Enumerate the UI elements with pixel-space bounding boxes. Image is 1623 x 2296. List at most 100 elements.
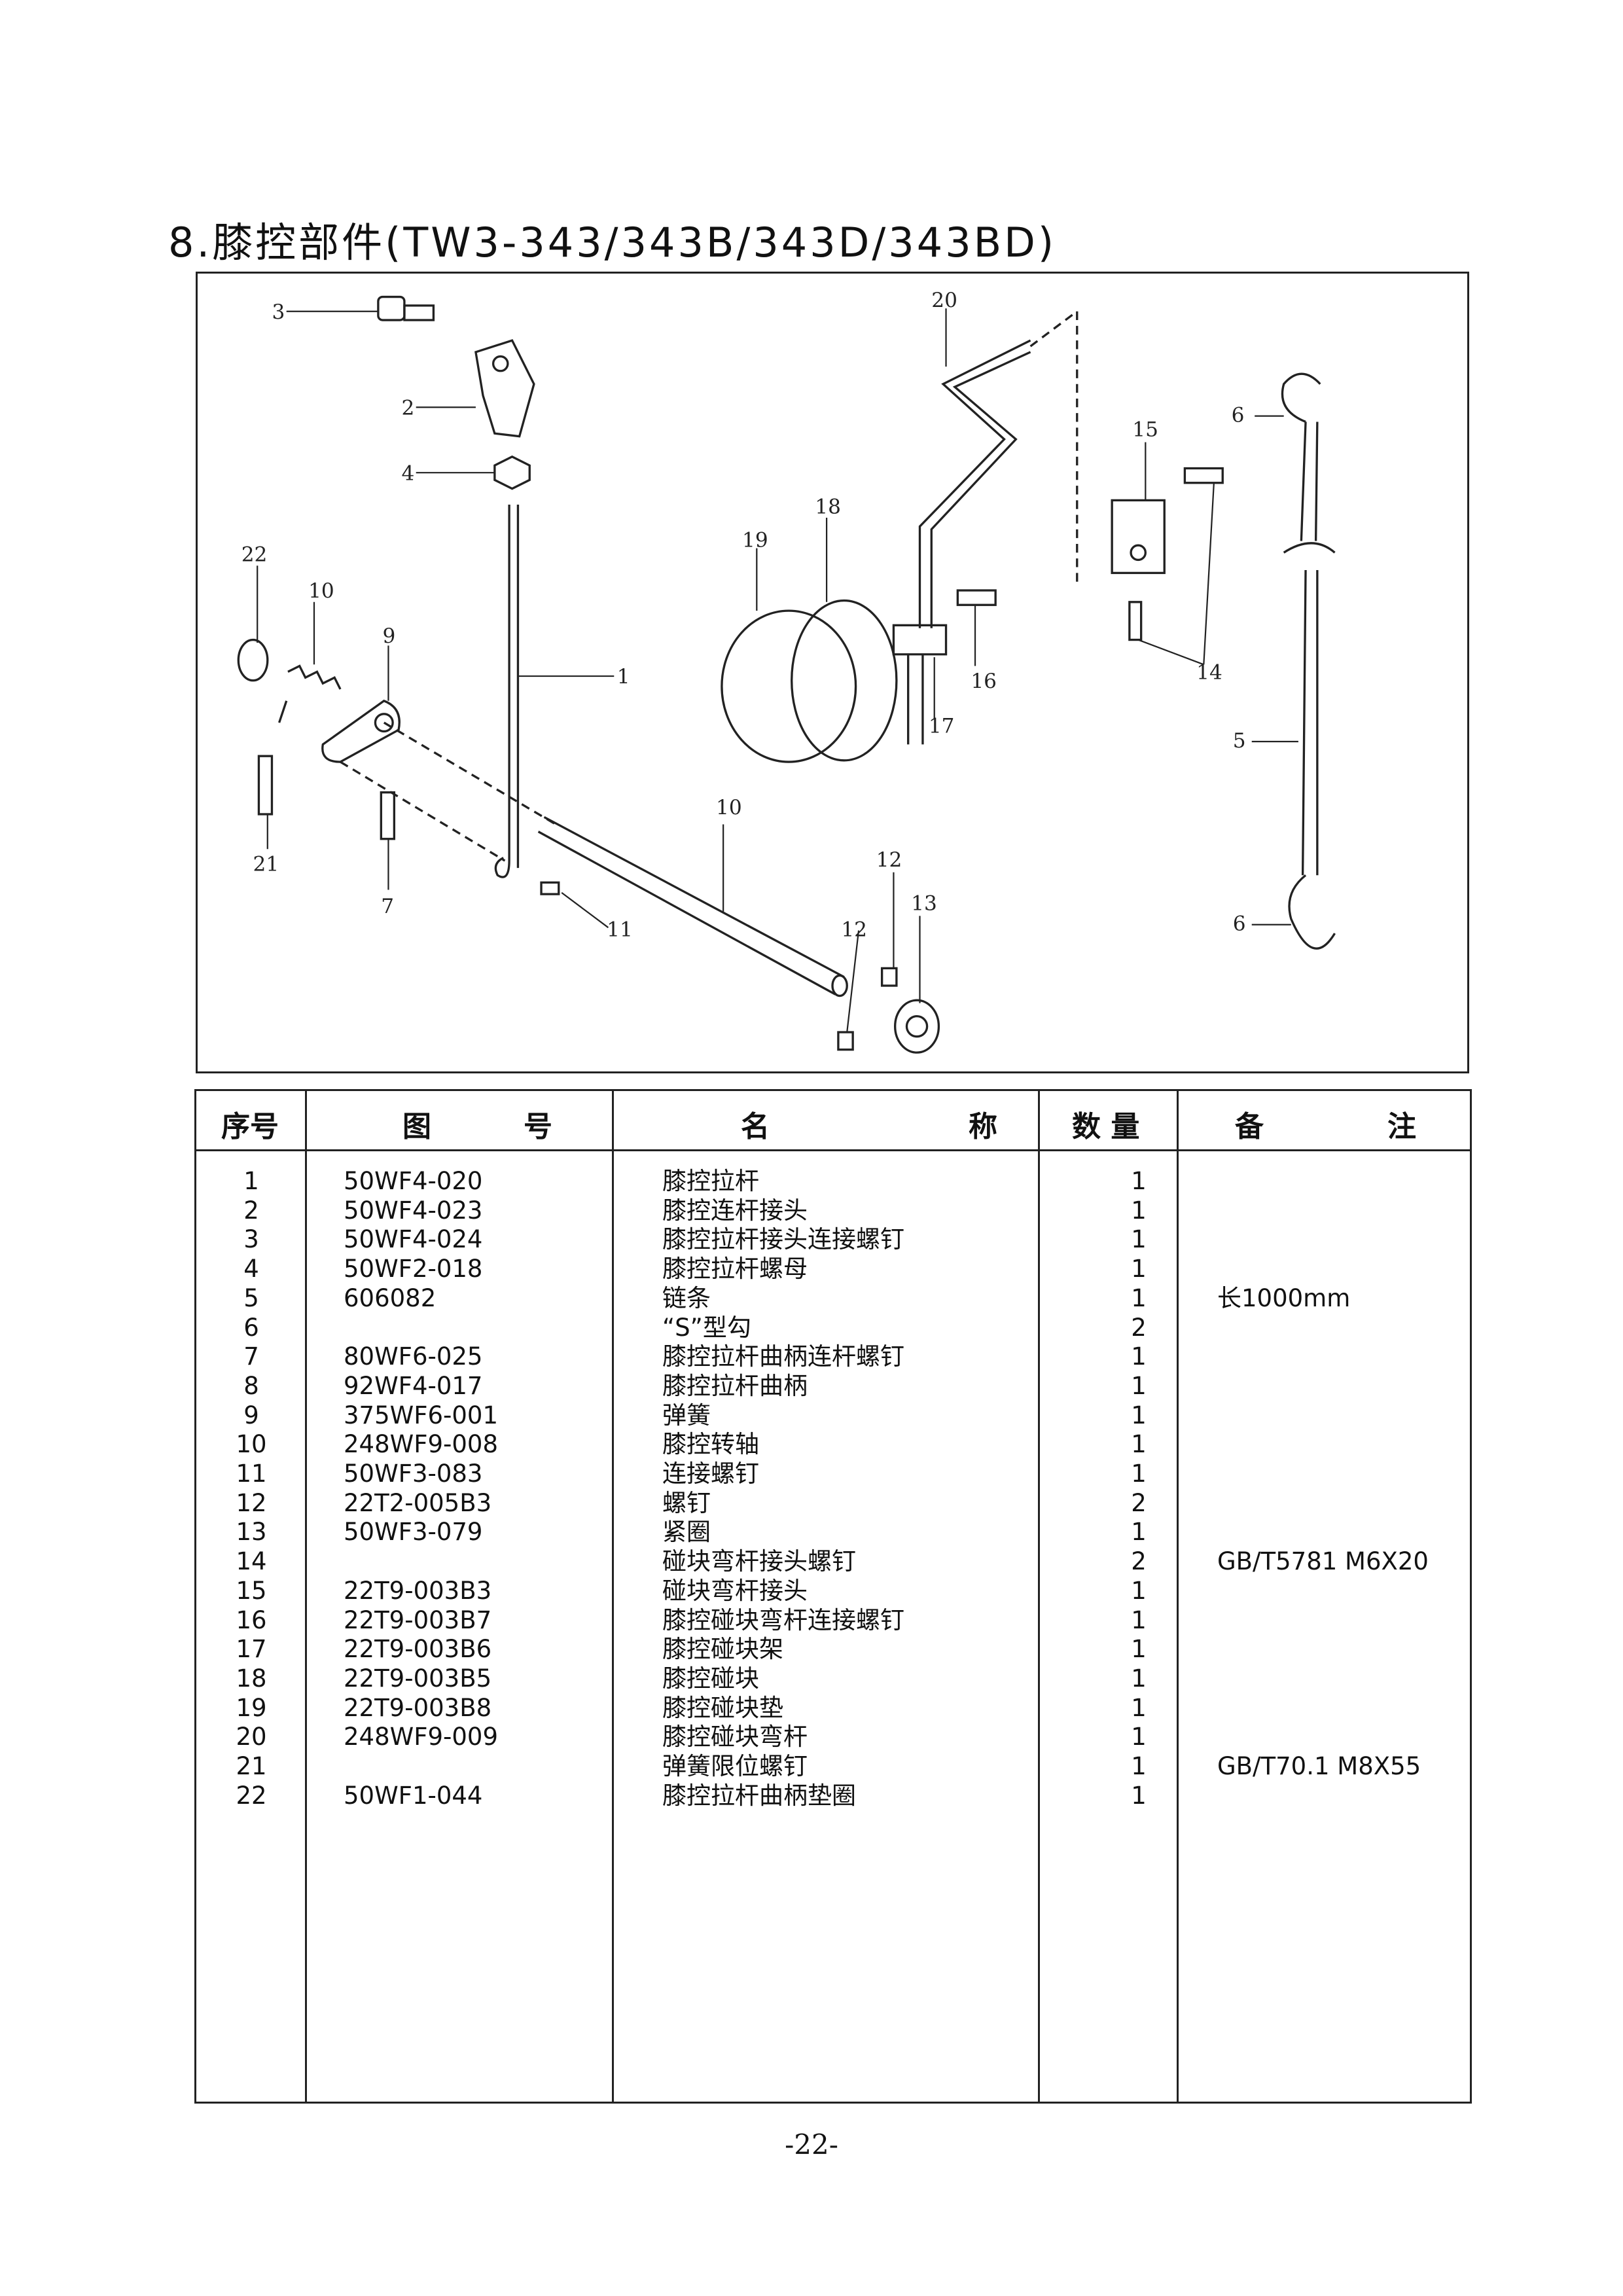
rod-part-1-icon [494,505,510,878]
bracket-part-2-icon [474,339,535,438]
callout-20: 20 [931,289,957,312]
part-name: 膝控连杆接头 [662,1196,808,1225]
part-number: 50WF3-079 [344,1518,483,1547]
joint-part-15-icon [1111,499,1166,575]
row-number: 15 [236,1576,267,1605]
header-part-b: 号 [524,1110,552,1143]
part-name: 膝控碰块弯杆连接螺钉 [662,1605,904,1634]
part-name: 膝控转轴 [662,1430,759,1459]
part-number: 606082 [344,1283,437,1312]
chain-part-5-icon [1300,422,1319,876]
hook-part-6b-icon [1288,874,1336,950]
part-number: 375WF6-001 [344,1401,499,1429]
callout-2: 2 [401,396,414,420]
quantity: 1 [1131,1518,1147,1547]
row-number: 14 [236,1547,267,1576]
row-number: 2 [243,1196,259,1225]
row-number: 20 [236,1723,267,1751]
header-name-b: 称 [969,1110,997,1143]
row-number: 18 [236,1664,267,1693]
quantity: 1 [1131,1605,1147,1634]
part-name: 碰块弯杆接头 [662,1576,808,1605]
row-number: 9 [243,1401,259,1429]
row-number: 7 [243,1342,259,1371]
row-number: 17 [236,1635,267,1664]
callout-18: 18 [815,495,841,518]
part-number: 22T9-003B5 [344,1664,492,1693]
row-number: 11 [236,1460,267,1488]
row-number: 19 [236,1693,267,1722]
part-name: 膝控拉杆螺母 [662,1255,808,1283]
part-name: 碰块弯杆接头螺钉 [662,1547,856,1576]
row-number: 4 [243,1255,259,1283]
quantity: 2 [1131,1313,1147,1342]
callout-3: 3 [272,300,285,324]
callout-12a: 12 [876,848,902,872]
quantity: 1 [1131,1752,1147,1780]
part-number: 22T9-003B7 [344,1605,492,1634]
row-number: 1 [243,1167,259,1195]
screw-part-21-icon [257,755,274,816]
quantity: 1 [1131,1664,1147,1693]
part-name: 膝控拉杆曲柄 [662,1371,808,1400]
part-number: 22T2-005B3 [344,1488,492,1517]
callout-9: 10 [308,579,334,603]
page-title: 8.膝控部件(TW3-343/343B/343D/343BD) [168,219,1057,266]
washer-part-22-icon [237,638,269,682]
part-number: 50WF3-083 [344,1460,483,1488]
quantity: 1 [1131,1371,1147,1400]
bracket-part-17-icon [892,624,948,745]
row-number: 6 [243,1313,259,1342]
callout-6a: 6 [1232,404,1245,427]
table-row: 16 22T9-003B7 膝控碰块弯杆连接螺钉 1 [196,1606,1470,1636]
callout-11: 11 [607,918,633,942]
part-number: 92WF4-017 [344,1371,483,1400]
row-number: 5 [243,1283,259,1312]
part-number: 248WF9-009 [344,1723,499,1751]
part-name: 弹簧限位螺钉 [662,1752,808,1780]
part-name: 膝控碰块 [662,1664,759,1693]
quantity: 2 [1131,1547,1147,1576]
part-name: 链条 [662,1283,711,1312]
quantity: 1 [1131,1196,1147,1225]
quantity: 1 [1131,1635,1147,1664]
part-number: 50WF1-044 [344,1781,483,1810]
row-number: 16 [236,1605,267,1634]
part-name: “S”型勾 [662,1313,751,1342]
callout-8: 9 [383,624,396,648]
callout-13: 13 [911,892,937,916]
part-number: 22T9-003B6 [344,1635,492,1664]
callout-15: 15 [1132,418,1158,442]
callout-14: 14 [1196,661,1222,685]
part-name: 膝控拉杆曲柄垫圈 [662,1781,856,1810]
screw-part-11-icon [540,881,560,895]
row-number: 3 [243,1225,259,1254]
part-number: 50WF4-024 [344,1225,483,1254]
callout-10: 10 [716,796,742,819]
callout-17: 17 [929,715,955,738]
callout-16: 16 [971,670,997,693]
part-number: 22T9-003B3 [344,1576,492,1605]
callout-7: 7 [381,895,394,918]
hook-part-6-icon [1281,372,1321,423]
callout-5: 5 [1233,729,1246,753]
shaft-part-10-icon [537,816,845,996]
callout-1: 1 [617,665,630,689]
part-name: 膝控碰块弯杆 [662,1723,808,1751]
header-qty: 数 量 [1072,1110,1140,1143]
screw-part-3-icon [377,295,435,321]
block-part-18-icon [791,599,898,762]
quantity: 1 [1131,1342,1147,1371]
